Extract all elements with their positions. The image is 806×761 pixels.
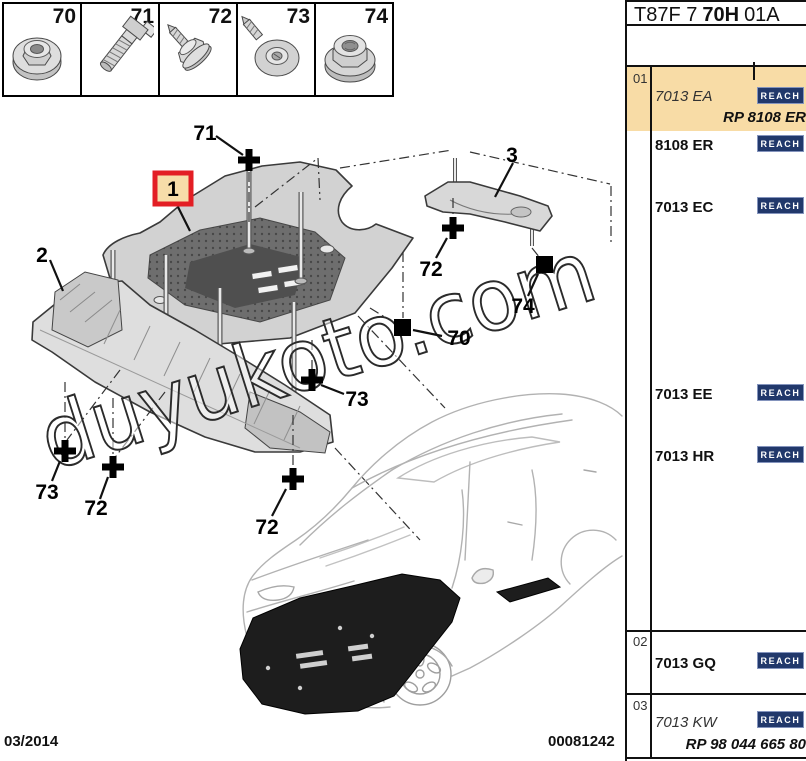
washer-screw-icon xyxy=(167,23,212,71)
fastener-legend-item-74: 74 xyxy=(314,2,394,97)
callout-72-left[interactable]: 72 xyxy=(84,497,107,520)
reach-badge[interactable]: REACH xyxy=(757,87,804,104)
fastener-number: 74 xyxy=(364,5,388,28)
fastener-legend-item-73: 73 xyxy=(236,2,316,97)
nut-marker-squares xyxy=(394,256,553,336)
part-row-7013-gq[interactable]: 7013 GQ xyxy=(655,655,716,672)
part-row-7013-ea[interactable]: 7013 EA xyxy=(655,88,713,105)
reach-badge[interactable]: REACH xyxy=(757,384,804,401)
page-code-suffix: 01A xyxy=(744,4,780,26)
exploded-diagram: duyukoto.com xyxy=(27,122,623,715)
reach-badge[interactable]: REACH xyxy=(757,135,804,152)
document-number: 00081242 xyxy=(548,733,615,750)
rp-reference[interactable]: RP 98 044 665 80 xyxy=(685,736,806,753)
column-tick xyxy=(753,62,755,80)
reach-badge[interactable]: REACH xyxy=(757,446,804,463)
empty-row xyxy=(627,28,806,67)
reach-badge[interactable]: REACH xyxy=(757,197,804,214)
large-washer-screw-icon xyxy=(241,15,300,77)
page-code-prefix: T87F 7 xyxy=(634,4,698,26)
section-id-02: 02 xyxy=(633,634,648,649)
bolt-marker-crosses xyxy=(54,149,464,490)
shoulder-bolt-icon xyxy=(99,15,154,72)
callout-72-top[interactable]: 72 xyxy=(419,258,442,281)
reach-badge[interactable]: REACH xyxy=(757,711,804,728)
rp-reference[interactable]: RP 8108 ER xyxy=(723,109,806,126)
part-main-undertray[interactable] xyxy=(102,161,414,345)
fastener-legend-item-70: 70 xyxy=(2,2,82,97)
section-id-03: 03 xyxy=(633,698,648,713)
callout-72-mid[interactable]: 72 xyxy=(255,516,278,539)
part-row-7013-kw[interactable]: 7013 KW xyxy=(655,714,717,731)
part-front-shield[interactable] xyxy=(31,271,334,454)
fastener-number: 70 xyxy=(52,5,76,28)
page-code-main: 70H xyxy=(702,4,740,26)
section-divider xyxy=(627,630,806,632)
car-undertray-highlight xyxy=(239,573,562,715)
fastener-number: 72 xyxy=(208,5,232,28)
callout-2[interactable]: 2 xyxy=(36,244,48,267)
fastener-legend-item-71: 71 xyxy=(80,2,160,97)
alignment-lines xyxy=(64,149,612,541)
callout-74[interactable]: 74 xyxy=(511,295,535,318)
callout-71[interactable]: 71 xyxy=(193,122,217,145)
leader-lines xyxy=(48,135,540,517)
reach-badge[interactable]: REACH xyxy=(757,652,804,669)
callout-70[interactable]: 70 xyxy=(447,327,470,350)
part-deflector[interactable] xyxy=(424,181,553,232)
flange-nut-icon xyxy=(324,35,376,83)
date-label: 03/2014 xyxy=(4,733,59,750)
fastener-number: 73 xyxy=(286,5,310,28)
section-divider xyxy=(627,693,806,695)
callout-1: 1 xyxy=(167,178,179,201)
callout-labels: 71 2 3 72 74 70 73 73 72 72 xyxy=(35,122,535,539)
fastener-legend-item-72: 72 xyxy=(158,2,238,97)
part-row-7013-hr[interactable]: 7013 HR xyxy=(655,448,715,465)
part-row-7013-ee[interactable]: 7013 EE xyxy=(655,386,713,403)
callout-73-left[interactable]: 73 xyxy=(35,481,58,504)
part-row-7013-ec[interactable]: 7013 EC xyxy=(655,199,714,216)
callout-73-mid[interactable]: 73 xyxy=(345,388,368,411)
part-row-8108-er[interactable]: 8108 ER xyxy=(655,137,714,154)
section-id-01: 01 xyxy=(633,71,648,86)
fastener-legend: 70 71 xyxy=(2,2,394,97)
table-bottom-border xyxy=(627,757,806,759)
flange-nut-icon xyxy=(12,37,62,81)
id-column-divider xyxy=(650,67,652,758)
callout-3[interactable]: 3 xyxy=(506,144,518,167)
selected-part-callout[interactable]: 1 xyxy=(152,170,194,207)
